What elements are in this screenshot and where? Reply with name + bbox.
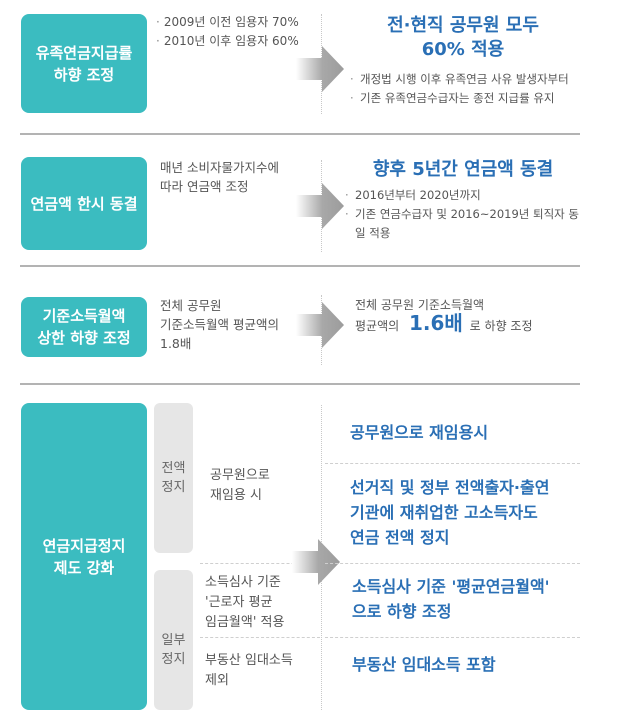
result-note: 개정법 시행 이후 유족연금 사유 발생자부터 <box>350 70 612 89</box>
section-label-pension-freeze: 연금액 한시 동결 <box>21 157 147 250</box>
arrow-right-icon <box>296 46 344 92</box>
result-prefix: 평균액의 <box>355 319 400 333</box>
section-separator <box>20 265 580 267</box>
result-line: 전체 공무원 기준소득월액 <box>355 298 485 312</box>
section-label-pension-suspension: 연금지급정지 제도 강화 <box>21 403 147 710</box>
before-text: 전체 공무원 기준소득월액 평균액의 1.8배 <box>160 298 279 351</box>
result-line-highlight: 평균액의 1.6배 로 하향 조정 <box>355 311 533 336</box>
before-item: 2010년 이후 임용자 60% <box>156 32 299 51</box>
result-item: 부동산 임대소득 포함 <box>352 655 496 674</box>
result-suffix: 로 하향 조정 <box>469 319 533 333</box>
before-text: 소득심사 기준 '근로자 평균 임금월액' 적용 <box>205 575 285 630</box>
section-separator <box>20 383 580 385</box>
result-item: 소득심사 기준 '평균연금월액' 으로 하향 조정 <box>352 577 550 621</box>
arrow-right-icon <box>296 302 344 348</box>
result-title: 향후 5년간 연금액 동결 <box>372 159 554 180</box>
divider-dashed <box>325 637 580 638</box>
arrow-right-icon <box>296 183 344 229</box>
result-item: 선거직 및 정부 전액출자·출연 기관에 재취업한 고소득자도 연금 전액 정지 <box>350 478 550 547</box>
category-full-suspension: 전액 정지 <box>154 403 193 553</box>
before-text: 부동산 임대소득 제외 <box>205 653 293 688</box>
result-item: 공무원으로 재임용시 <box>350 423 489 442</box>
divider-dashed <box>200 563 320 564</box>
section-label-income-cap: 기준소득월액 상한 하향 조정 <box>21 297 147 357</box>
before-text: 매년 소비자물가지수에 따라 연금액 조정 <box>160 160 279 194</box>
section-label-survivor-pension: 유족연금지급률 하향 조정 <box>21 14 147 113</box>
before-list: 2009년 이전 임용자 70% 2010년 이후 임용자 60% <box>156 13 299 51</box>
result-notes: 2016년부터 2020년까지 기존 연금수급자 및 2016~2019년 퇴직… <box>345 186 585 243</box>
category-partial-suspension: 일부 정지 <box>154 570 193 710</box>
section-separator <box>20 133 580 135</box>
result-title: 전·현직 공무원 모두 60% 적용 <box>387 15 539 60</box>
divider-dashed <box>200 637 320 638</box>
highlight-value: 1.6배 <box>409 311 463 335</box>
divider-dashed <box>325 563 580 564</box>
result-note: 기존 유족연금수급자는 종전 지급률 유지 <box>350 89 612 108</box>
result-note: 2016년부터 2020년까지 <box>345 186 585 205</box>
arrow-right-icon <box>292 539 340 585</box>
before-item: 2009년 이전 임용자 70% <box>156 13 299 32</box>
before-text: 공무원으로 재임용 시 <box>210 468 270 503</box>
result-notes: 개정법 시행 이후 유족연금 사유 발생자부터 기존 유족연금수급자는 종전 지… <box>350 70 612 108</box>
result-note: 기존 연금수급자 및 2016~2019년 퇴직자 동일 적용 <box>345 205 585 243</box>
divider-dashed <box>325 463 580 464</box>
